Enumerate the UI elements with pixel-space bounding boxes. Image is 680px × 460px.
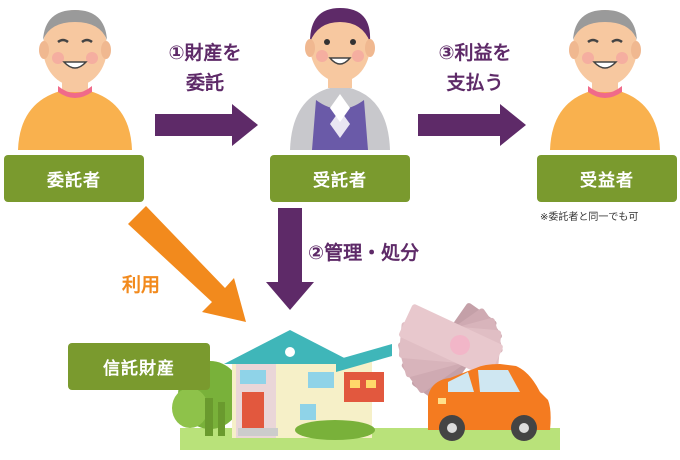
trust-property-illustration bbox=[172, 303, 560, 450]
car-icon bbox=[428, 364, 551, 441]
trust-property-label-text: 信託財産 bbox=[103, 359, 175, 379]
pay-benefit-caption-line1: ③利益を bbox=[438, 42, 512, 64]
pay-benefit-caption-line2: 支払う bbox=[446, 72, 504, 94]
manage-dispose-caption-text: ②管理・処分 bbox=[308, 242, 420, 264]
use-arrow bbox=[128, 206, 246, 322]
trust-property-label: 信託財産 bbox=[68, 343, 210, 390]
use-caption: 利用 bbox=[122, 274, 161, 296]
banknotes-icon bbox=[398, 303, 503, 404]
beneficiary-label: 受益者 bbox=[537, 155, 677, 202]
beneficiary-note: ※委託者と同一でも可 bbox=[540, 212, 639, 223]
pay-benefit-caption: ③利益を 支払う bbox=[420, 38, 530, 98]
entrust-caption: ①財産を 委託 bbox=[150, 38, 260, 98]
beneficiary-person-illustration bbox=[550, 10, 660, 150]
settlor-label-text: 委託者 bbox=[47, 171, 101, 191]
trustee-label: 受託者 bbox=[270, 155, 410, 202]
trustee-person-illustration bbox=[290, 8, 390, 150]
house-icon bbox=[224, 330, 392, 440]
beneficiary-label-text: 受益者 bbox=[580, 171, 634, 191]
settlor-person-illustration bbox=[18, 10, 132, 150]
trustee-label-text: 受託者 bbox=[313, 171, 367, 191]
manage-dispose-arrow bbox=[266, 208, 314, 310]
settlor-label: 委託者 bbox=[4, 155, 144, 202]
entrust-caption-line2: 委託 bbox=[185, 72, 224, 94]
pay-benefit-arrow bbox=[418, 104, 526, 146]
entrust-arrow bbox=[155, 104, 258, 146]
manage-dispose-caption: ②管理・処分 bbox=[308, 238, 468, 268]
entrust-caption-line1: ①財産を bbox=[168, 42, 242, 64]
